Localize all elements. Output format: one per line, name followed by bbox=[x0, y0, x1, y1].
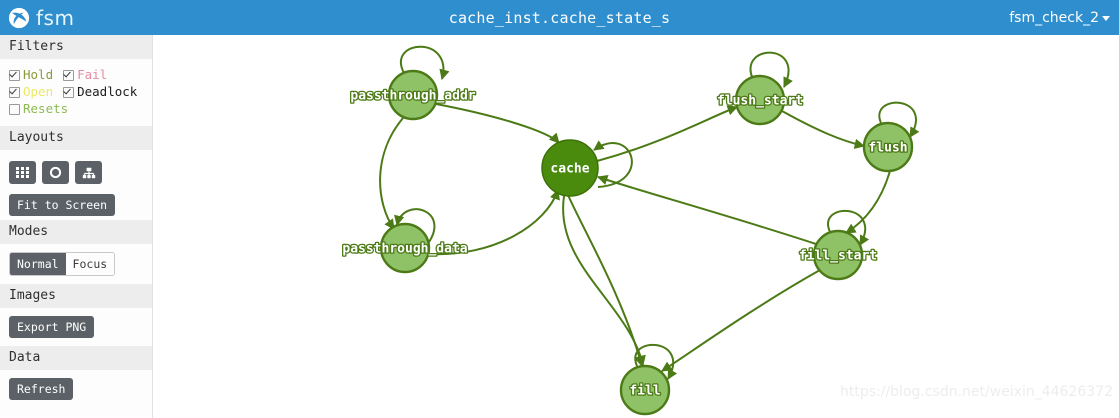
node-passthrough-data[interactable]: passthrough_data bbox=[341, 222, 469, 274]
filter-resets[interactable]: Resets bbox=[9, 102, 68, 116]
checkbox-hold[interactable] bbox=[9, 69, 20, 81]
section-header-modes: Modes bbox=[0, 220, 152, 244]
edge-flush-start-to-flush bbox=[781, 110, 866, 149]
chevron-down-icon bbox=[1102, 16, 1110, 21]
edge-passthrough-data-to-cache bbox=[428, 189, 560, 256]
section-header-data: Data bbox=[0, 346, 152, 370]
checkbox-deadlock[interactable] bbox=[63, 86, 75, 98]
node-cache[interactable]: cache bbox=[541, 139, 599, 197]
filter-deadlock-label: Deadlock bbox=[77, 84, 138, 99]
edge-passthrough-addr-to-passthrough-data bbox=[379, 117, 404, 230]
edge-passthrough-addr-to-cache bbox=[435, 103, 560, 144]
edge-cache-to-fill bbox=[562, 195, 646, 367]
node-label-cache: cache bbox=[550, 162, 589, 177]
circle-icon bbox=[49, 166, 62, 179]
edge-group bbox=[379, 45, 920, 380]
filter-open[interactable]: Open bbox=[9, 85, 53, 99]
layouts-body: Fit to Screen bbox=[0, 150, 152, 220]
filter-hold[interactable]: Hold bbox=[9, 68, 53, 82]
edge-self-cache bbox=[593, 140, 633, 188]
leaf-swoosh-logo-icon bbox=[8, 7, 30, 28]
modes-body: Normal Focus bbox=[0, 244, 152, 284]
graph-canvas[interactable]: passthrough_addr passthrough_data flush_… bbox=[154, 35, 1119, 418]
edge-flush-to-fill-start bbox=[845, 170, 891, 234]
watermark-text: https://blog.csdn.net/weixin_44626372 bbox=[839, 384, 1113, 400]
fit-to-screen-button[interactable]: Fit to Screen bbox=[9, 194, 116, 216]
filters-body: Hold Fail Open Deadlock bbox=[0, 59, 152, 126]
node-label-fill: fill bbox=[629, 384, 660, 399]
edge-cache-to-flush-start bbox=[596, 105, 738, 162]
filter-row-3: Resets bbox=[9, 101, 152, 117]
section-header-filters: Filters bbox=[0, 35, 152, 59]
edge-self-flush bbox=[878, 101, 920, 138]
node-label-passthrough-addr: passthrough_addr bbox=[350, 89, 475, 104]
data-body: Refresh bbox=[0, 370, 152, 406]
node-label-flush: flush bbox=[868, 141, 907, 156]
window-title: cache_inst.cache_state_s bbox=[0, 0, 1119, 35]
checkbox-resets[interactable] bbox=[9, 103, 20, 115]
app-brand[interactable]: fsm bbox=[0, 0, 153, 35]
filter-hold-label: Hold bbox=[23, 67, 54, 82]
edge-fill-to-cache bbox=[567, 194, 645, 368]
edge-fill-start-to-cache bbox=[597, 175, 817, 245]
node-flush-start[interactable]: flush_start bbox=[716, 74, 804, 126]
node-flush[interactable]: flush bbox=[862, 121, 914, 173]
filter-row-2: Open Deadlock bbox=[9, 84, 152, 100]
node-label-fill-start: fill_start bbox=[799, 249, 877, 264]
grid-icon bbox=[16, 167, 29, 178]
mode-toggle-group: Normal Focus bbox=[9, 252, 116, 276]
circle-layout-button[interactable] bbox=[42, 161, 69, 184]
mode-focus-button[interactable]: Focus bbox=[65, 253, 115, 275]
brand-text: fsm bbox=[36, 5, 75, 30]
edge-self-fill-start bbox=[827, 209, 870, 246]
export-png-button[interactable]: Export PNG bbox=[9, 316, 95, 338]
filter-row-1: Hold Fail bbox=[9, 67, 152, 83]
node-group: passthrough_addr passthrough_data flush_… bbox=[341, 69, 914, 416]
node-label-passthrough-data: passthrough_data bbox=[342, 242, 467, 257]
filter-fail[interactable]: Fail bbox=[63, 68, 107, 82]
filter-fail-label: Fail bbox=[77, 67, 108, 82]
check-selector-label: fsm_check_2 bbox=[1009, 9, 1099, 26]
top-bar: fsm cache_inst.cache_state_s fsm_check_2 bbox=[0, 0, 1119, 35]
checkbox-open[interactable] bbox=[9, 86, 20, 98]
filter-open-label: Open bbox=[23, 84, 54, 99]
images-body: Export PNG bbox=[0, 308, 152, 346]
window-title-text: cache_inst.cache_state_s bbox=[448, 8, 671, 27]
edge-self-passthrough-data bbox=[394, 208, 436, 247]
edge-self-passthrough-addr bbox=[400, 45, 450, 81]
grid-layout-button[interactable] bbox=[9, 161, 36, 184]
node-fill[interactable]: fill bbox=[619, 364, 671, 416]
section-header-images: Images bbox=[0, 284, 152, 308]
node-passthrough-addr[interactable]: passthrough_addr bbox=[349, 69, 477, 121]
check-selector[interactable]: fsm_check_2 bbox=[1009, 0, 1110, 35]
section-header-layouts: Layouts bbox=[0, 126, 152, 150]
edge-self-flush-start bbox=[749, 51, 793, 88]
hierarchy-icon bbox=[82, 167, 95, 178]
filter-resets-label: Resets bbox=[23, 101, 69, 116]
checkbox-fail[interactable] bbox=[63, 69, 75, 81]
node-fill-start[interactable]: fill_start bbox=[798, 229, 878, 281]
fsm-graph[interactable]: passthrough_addr passthrough_data flush_… bbox=[154, 35, 1119, 418]
sidebar: Filters Hold Fail Open Dead bbox=[0, 35, 153, 418]
mode-normal-button[interactable]: Normal bbox=[10, 253, 66, 275]
node-label-flush-start: flush_start bbox=[717, 94, 803, 109]
edge-fill-start-to-fill bbox=[661, 269, 821, 372]
filter-deadlock[interactable]: Deadlock bbox=[63, 85, 137, 99]
refresh-data-button[interactable]: Refresh bbox=[9, 378, 74, 400]
layout-button-row bbox=[9, 161, 152, 184]
hierarchy-layout-button[interactable] bbox=[75, 161, 102, 184]
